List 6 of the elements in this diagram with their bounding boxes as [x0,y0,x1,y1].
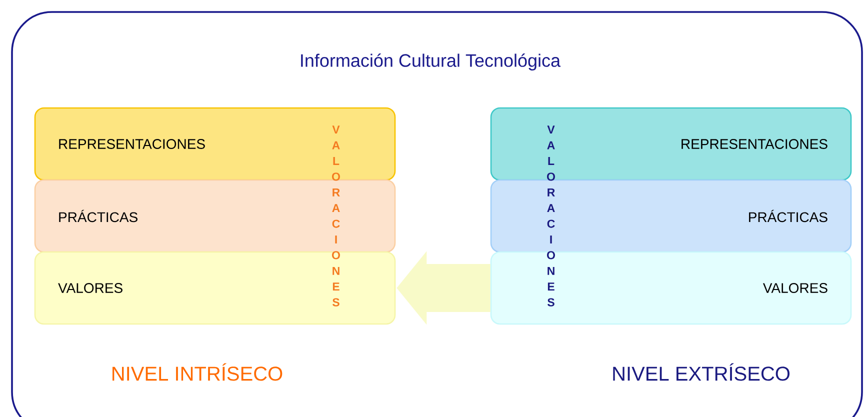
level-label: NIVEL EXTRÍSECO [613,363,790,381]
outer-frame [11,11,863,417]
vertical-label: VALORACIONES [547,126,555,306]
title: Información Cultural Tecnológica [301,54,561,70]
vertical-label: VALORACIONES [332,126,340,306]
level-label: NIVEL INTRÍSECO [112,363,282,381]
